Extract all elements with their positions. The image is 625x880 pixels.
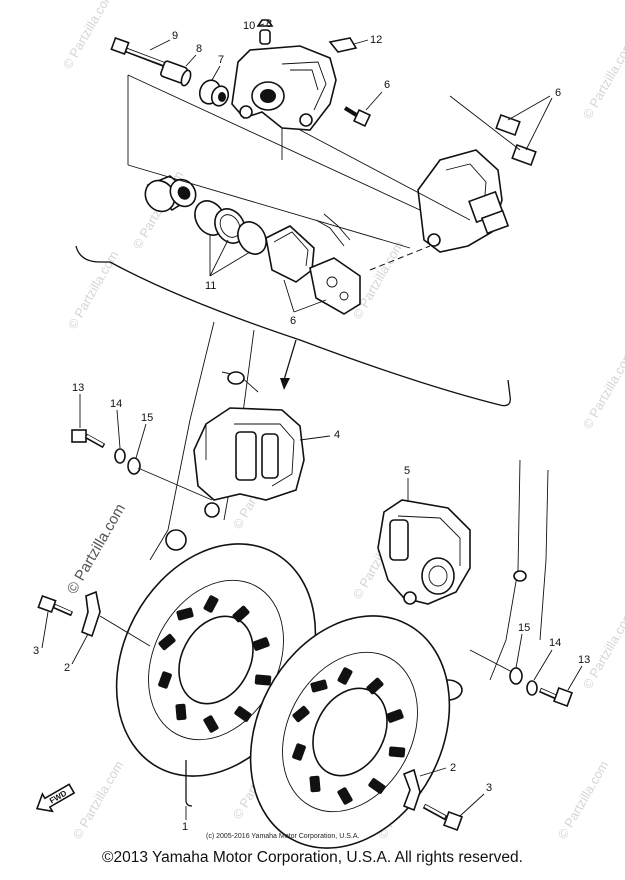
boot-7 (198, 79, 230, 107)
callout-2-b: 2 (450, 762, 456, 774)
callout-6-b: 6 (555, 87, 561, 99)
watermark-8: © Partzilla.com (580, 348, 625, 431)
bolt-6-a (343, 106, 372, 128)
callout-12: 12 (370, 34, 382, 46)
callout-1: 1 (182, 821, 188, 833)
caliper-4 (193, 407, 305, 518)
lock-plate-2-right (402, 768, 421, 812)
seal-kit-11 (194, 200, 267, 255)
watermark-9: © Partzilla.com (580, 608, 625, 691)
bolt-13-right (538, 687, 573, 707)
brake-disc-right (249, 615, 451, 849)
washer-14-right (526, 680, 538, 696)
bolt-13-left-leader (137, 467, 213, 501)
bolt-3-right (422, 803, 463, 831)
small-copyright: (c) 2005-2016 Yamaha Motor Corporation, … (206, 833, 359, 840)
callout-13-b: 13 (578, 654, 590, 666)
callout-7: 7 (218, 54, 224, 66)
bleed-screw-10 (256, 19, 274, 45)
callout-6-a: 6 (384, 79, 390, 91)
fwd-arrow: FWD (35, 783, 76, 813)
callout-8-a: 8 (196, 43, 202, 55)
callout-numbers: 9 8 7 10 8 12 6 6 11 6 13 14 15 4 5 3 2 (33, 18, 590, 833)
callout-2-a: 2 (64, 662, 70, 674)
callout-15-b: 15 (518, 622, 530, 634)
footer-copyright: ©2013 Yamaha Motor Corporation, U.S.A. A… (102, 849, 523, 866)
bolt-13-right-leader (469, 649, 513, 673)
clip-12 (328, 37, 358, 53)
callout-13-a: 13 (72, 382, 84, 394)
bolt-9 (110, 36, 169, 69)
bolt-13-left (71, 429, 106, 449)
callout-10: 10 (243, 20, 255, 32)
callout-5: 5 (404, 465, 410, 477)
washer-15-left (127, 457, 141, 475)
callout-15-a: 15 (141, 412, 153, 424)
caliper-bracket-exploded (417, 113, 537, 253)
disc-bracket-1 (185, 760, 193, 807)
bolt-3-left-leader (99, 615, 151, 647)
watermark-5: © Partzilla.com (580, 38, 625, 121)
exploded-leader-lines (127, 74, 521, 271)
callout-14-a: 14 (110, 398, 122, 410)
assembly-arrowhead (280, 378, 290, 390)
callout-11: 11 (205, 280, 216, 292)
piston (144, 175, 197, 213)
callout-8-b: 8 (266, 18, 272, 30)
callout-14-b: 14 (549, 637, 561, 649)
bolt-3-left (37, 594, 74, 617)
washer-15-right (509, 667, 523, 685)
watermark-4: © Partzilla.com (65, 248, 122, 331)
callout-3-b: 3 (486, 782, 492, 794)
watermark-10: © Partzilla.com (70, 758, 127, 841)
watermark-prominent: © Partzilla.com (64, 501, 129, 597)
lock-plate-2-left (81, 590, 101, 638)
callout-4: 4 (334, 429, 340, 441)
assembly-arrow (283, 339, 297, 381)
brake-pads-6 (265, 213, 361, 315)
caliper-body-exploded (231, 45, 337, 131)
watermark-13: © Partzilla.com (555, 758, 612, 841)
exploded-caliper-assembly (75, 19, 537, 407)
sleeve-8 (160, 60, 192, 87)
caliper-5 (377, 499, 471, 605)
callout-3-a: 3 (33, 645, 39, 657)
assembly-group-bracket (75, 245, 511, 407)
callout-9: 9 (172, 30, 178, 42)
callout-6-c: 6 (290, 315, 296, 327)
washer-14-left (114, 448, 126, 464)
watermark-1: © Partzilla.com (60, 0, 117, 72)
